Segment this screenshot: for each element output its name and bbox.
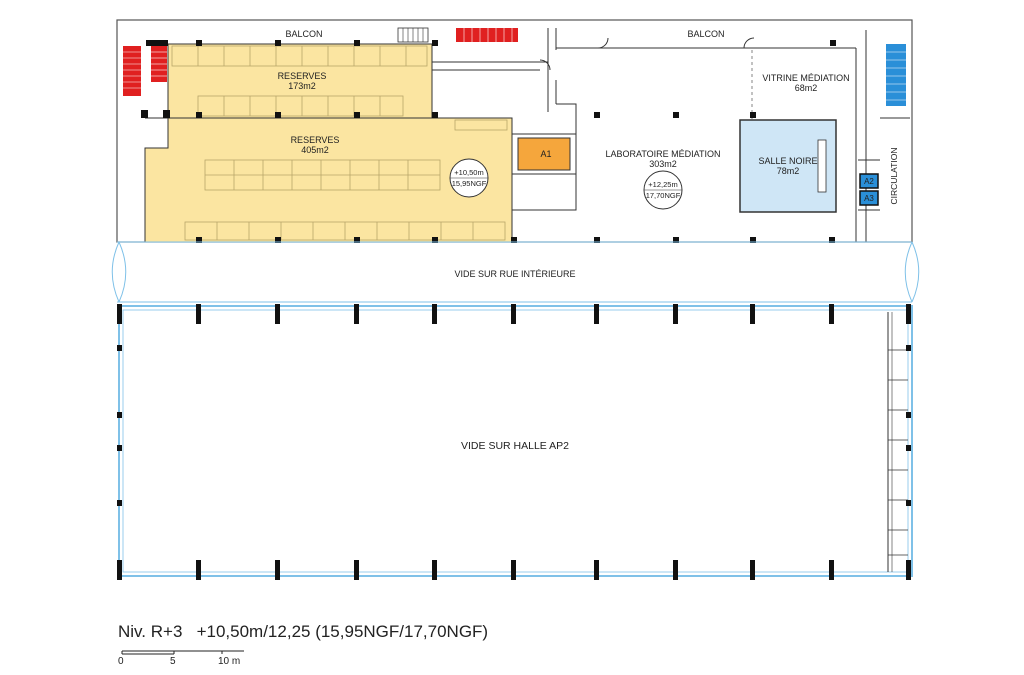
label-lift-a3: A3	[864, 194, 874, 203]
label-reserves-173-area: 173m2	[288, 81, 316, 91]
label-elevator-a1: A1	[540, 149, 551, 159]
level-marker-lab-top: +12,25m	[648, 180, 677, 189]
rue-interieure-glazing	[111, 241, 920, 303]
label-vitrine-name: VITRINE MÉDIATION	[762, 73, 849, 83]
level-marker-reserves: +10,50m 15,95NGF	[449, 158, 489, 198]
core-walls	[432, 28, 577, 211]
stair-left-red	[123, 46, 167, 96]
level-marker-reserves-bottom: 15,95NGF	[452, 179, 487, 188]
columns-upper	[141, 40, 836, 243]
label-lab-area: 303m2	[649, 159, 677, 169]
label-salle-noire-name: SALLE NOIRE	[758, 156, 817, 166]
label-balcon-right: BALCON	[687, 29, 724, 39]
level-marker-lab: +12,25m 17,70NGF	[643, 170, 683, 210]
plan-title: Niv. R+3	[118, 622, 183, 641]
label-lab-name: LABORATOIRE MÉDIATION	[605, 149, 720, 159]
label-balcon-left: BALCON	[285, 29, 322, 39]
label-vide-halle: VIDE SUR HALLE AP2	[461, 440, 569, 452]
plan-levels: +10,50m/12,25 (15,95NGF/17,70NGF)	[196, 622, 489, 641]
columns-halle	[117, 304, 911, 580]
plan-caption: Niv. R+3 +10,50m/12,25 (15,95NGF/17,70NG…	[118, 622, 488, 642]
stair-top-red	[456, 28, 518, 42]
label-salle-noire-area: 78m2	[777, 166, 800, 176]
label-vitrine-area: 68m2	[795, 83, 818, 93]
shelving-173	[171, 45, 428, 117]
stair-top-grey	[397, 27, 429, 43]
label-circulation: CIRCULATION	[889, 148, 899, 205]
scale-label-end: 10 m	[218, 656, 240, 667]
lift-a3	[859, 190, 879, 206]
elevator-a1	[517, 137, 571, 171]
stair-right-blue	[886, 44, 906, 106]
circulation-core	[858, 30, 910, 242]
label-reserves-405-area: 405m2	[301, 145, 329, 155]
label-vide-rue: VIDE SUR RUE INTÉRIEURE	[454, 269, 575, 279]
lift-a2	[859, 173, 879, 189]
level-marker-reserves-top: +10,50m	[454, 168, 483, 177]
label-lift-a2: A2	[864, 177, 874, 186]
scale-label-mid: 5	[170, 656, 176, 667]
label-reserves-405-name: RESERVES	[291, 135, 340, 145]
label-reserves-173-name: RESERVES	[278, 71, 327, 81]
scale-bar	[121, 650, 244, 655]
scale-label-zero: 0	[118, 656, 124, 667]
level-marker-lab-bottom: 17,70NGF	[646, 191, 681, 200]
salle-noire-inner	[817, 139, 827, 193]
